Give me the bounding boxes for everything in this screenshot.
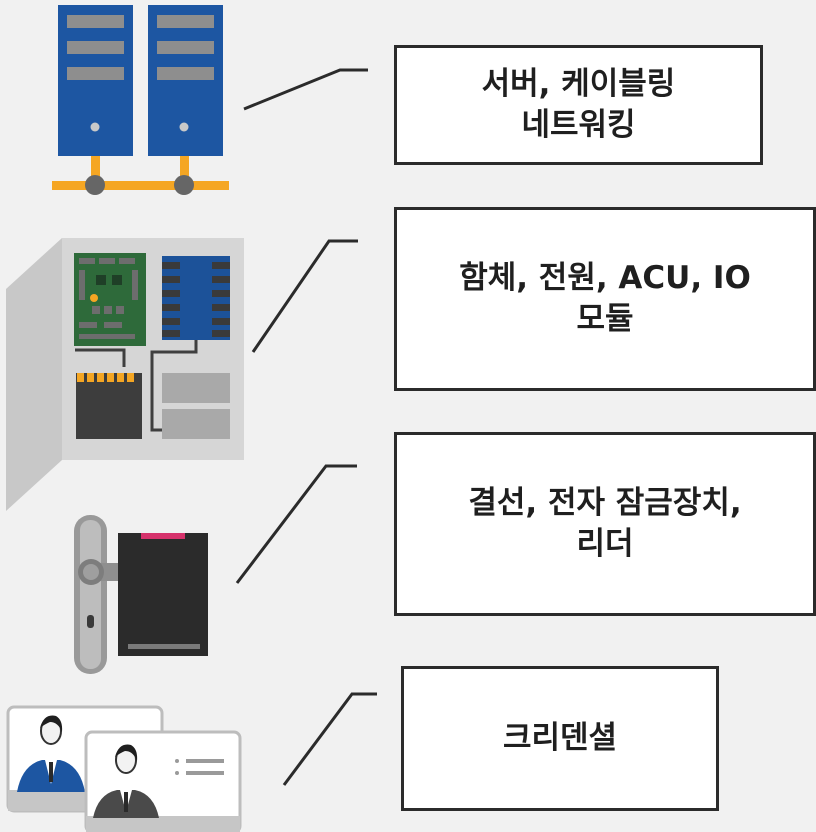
connector-line-2 [251, 239, 358, 353]
label-credentials: 크리덴셜 [502, 719, 618, 756]
label-wiring-locks-readers: 결선, 전자 잠금장치, 리더 [468, 484, 742, 562]
door-lock-card-reader-icon [74, 515, 208, 674]
label-box-wiring: 결선, 전자 잠금장치, 리더 [394, 432, 816, 616]
label-servers-cabling-networking: 서버, 케이블링 네트워킹 [481, 65, 676, 143]
id-credential-cards-icon [6, 705, 242, 832]
control-panel-enclosure-icon [6, 238, 244, 511]
label-box-credentials: 크리덴셜 [401, 666, 719, 811]
label-box-enclosure: 함체, 전원, ACU, IO 모듈 [394, 207, 816, 391]
server-network-icon [52, 5, 229, 195]
label-box-servers: 서버, 케이블링 네트워킹 [394, 45, 763, 165]
connector-line-4 [282, 692, 377, 786]
label-enclosure-power-acu-io: 함체, 전원, ACU, IO 모듈 [459, 259, 751, 337]
connector-line-1 [243, 68, 368, 111]
connector-line-3 [235, 464, 357, 584]
